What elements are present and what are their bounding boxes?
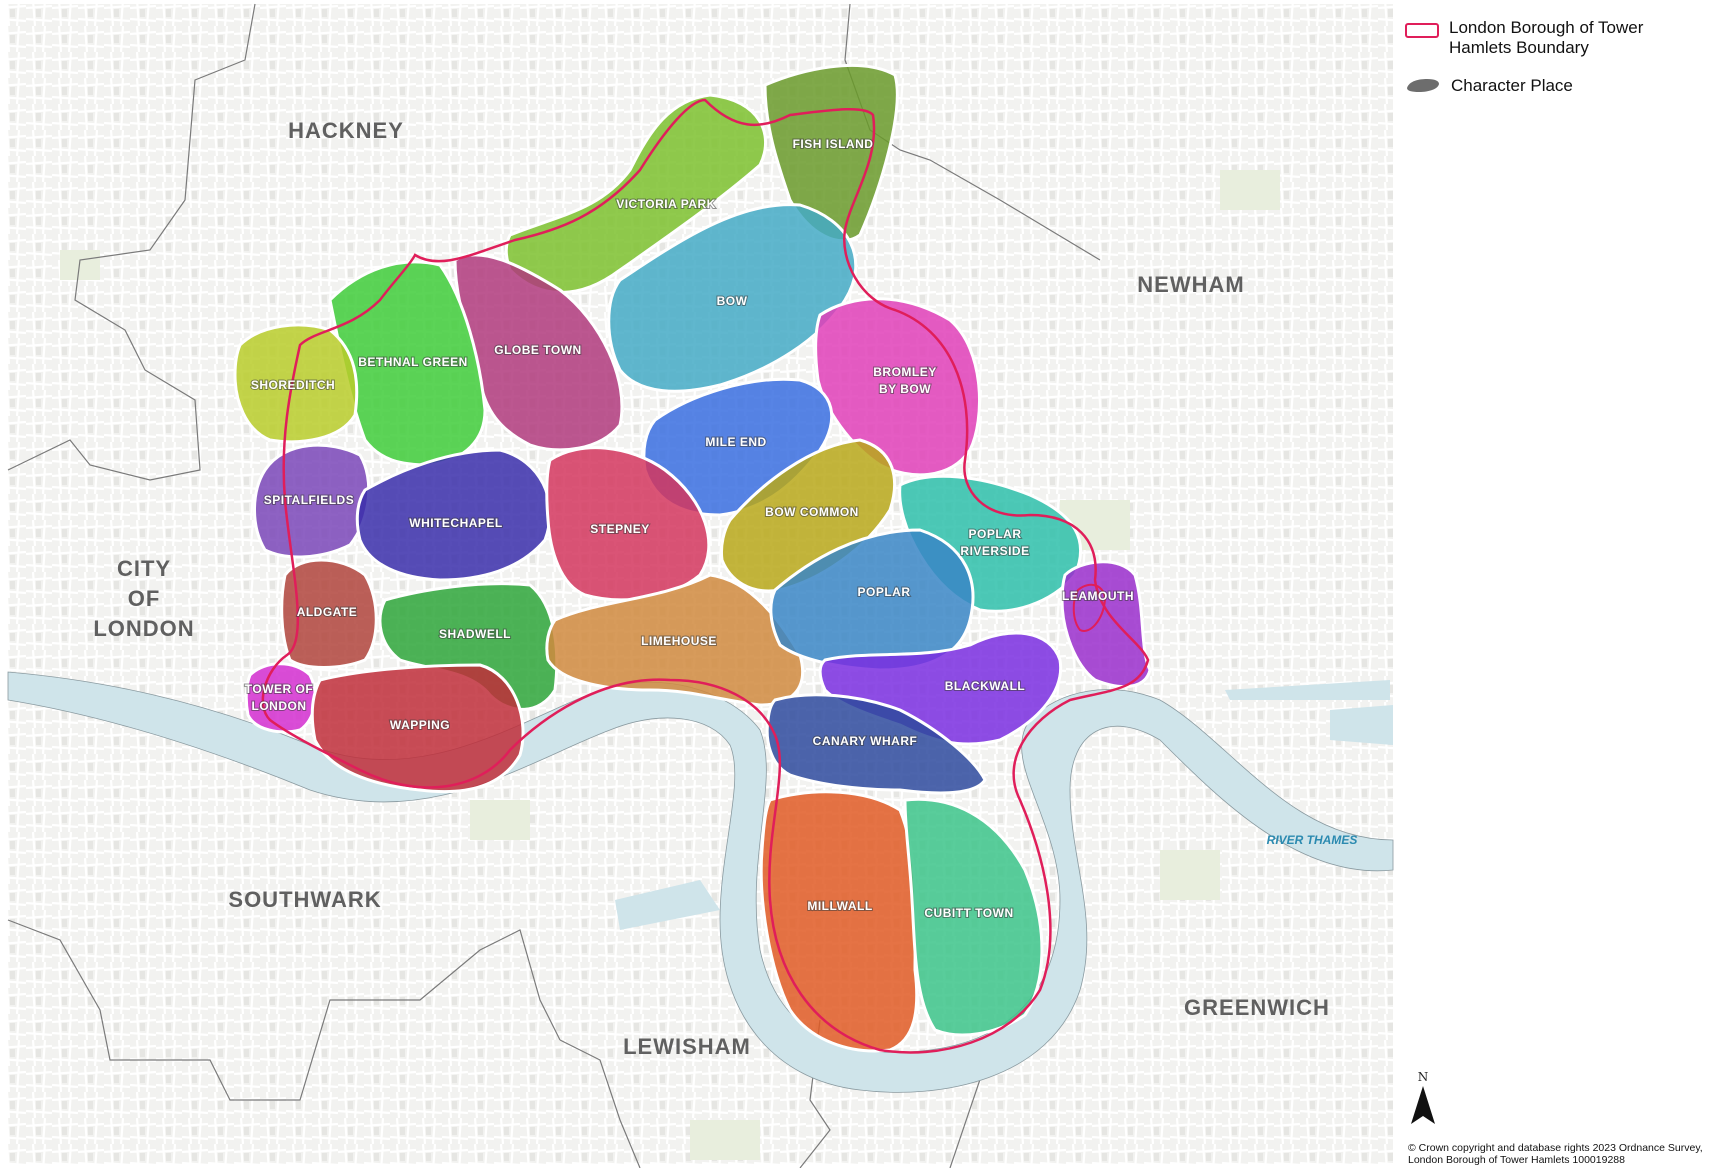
label-poplar-riverside-1: POPLAR — [968, 527, 1021, 541]
borough-labels: HACKNEY NEWHAM CITY OF LONDON SOUTHWARK … — [93, 118, 1330, 1059]
place-shadwell — [378, 582, 559, 711]
north-arrow-letter: N — [1417, 1070, 1429, 1084]
label-bethnal-green: BETHNAL GREEN — [358, 355, 468, 369]
borough-lewisham: LEWISHAM — [623, 1034, 751, 1059]
borough-newham: NEWHAM — [1137, 272, 1244, 297]
north-arrow-icon — [1411, 1086, 1435, 1124]
label-victoria-park: VICTORIA PARK — [616, 197, 716, 211]
borough-southwark: SOUTHWARK — [228, 887, 381, 912]
label-mile-end: MILE END — [705, 435, 766, 449]
place-fish-island — [763, 63, 899, 243]
label-stepney: STEPNEY — [590, 522, 650, 536]
tower-hamlets-boundary — [261, 98, 1150, 1054]
label-bromley-by-bow-2: BY BOW — [879, 382, 931, 396]
map-canvas: FISH ISLAND VICTORIA PARK BOW BROMLEY BY… — [7, 3, 1394, 1168]
place-whitechapel — [355, 448, 552, 582]
place-cubitt-town — [903, 797, 1044, 1037]
copyright-notice: © Crown copyright and database rights 20… — [1408, 1142, 1703, 1166]
north-arrow: N — [1408, 1070, 1438, 1130]
label-tower-of-london-1: TOWER OF — [245, 682, 313, 696]
place-labels: FISH ISLAND VICTORIA PARK BOW BROMLEY BY… — [244, 136, 1135, 921]
river-thames-label: RIVER THAMES — [1267, 833, 1358, 847]
borough-greenwich: GREENWICH — [1184, 995, 1330, 1020]
legend-place-item: Character Place — [1405, 76, 1705, 96]
legend-boundary-label: London Borough of Tower Hamlets Boundary — [1449, 18, 1644, 57]
label-poplar: POPLAR — [857, 585, 910, 599]
borough-lines — [7, 3, 1101, 1168]
label-globe-town: GLOBE TOWN — [494, 343, 581, 357]
borough-city-of-london-1: CITY — [117, 556, 171, 581]
label-leamouth: LEAMOUTH — [1062, 589, 1134, 603]
label-shadwell: SHADWELL — [439, 627, 511, 641]
place-bromley-by-bow — [814, 297, 982, 477]
place-canary-wharf — [765, 693, 987, 795]
label-bromley-by-bow-1: BROMLEY — [873, 365, 937, 379]
label-limehouse: LIMEHOUSE — [641, 634, 717, 648]
label-cubitt-town: CUBITT TOWN — [924, 906, 1013, 920]
borough-hackney: HACKNEY — [288, 118, 404, 143]
label-tower-of-london-2: LONDON — [252, 699, 307, 713]
legend-place-label: Character Place — [1451, 76, 1573, 95]
place-shoreditch — [233, 323, 359, 444]
label-aldgate: ALDGATE — [297, 605, 358, 619]
label-shoreditch: SHOREDITCH — [251, 378, 335, 392]
leamouth-boundary-loop — [1072, 583, 1107, 632]
label-poplar-riverside-2: RIVERSIDE — [960, 544, 1029, 558]
label-bow: BOW — [717, 294, 748, 308]
label-canary-wharf: CANARY WHARF — [813, 734, 918, 748]
place-poplar — [769, 528, 975, 672]
label-blackwall: BLACKWALL — [945, 679, 1025, 693]
place-leamouth — [1060, 560, 1152, 689]
label-spitalfields: SPITALFIELDS — [264, 493, 354, 507]
river-thames — [7, 671, 1394, 1093]
character-place-swatch-icon — [1407, 79, 1439, 92]
docks — [615, 680, 1393, 930]
place-tower-of-london — [244, 662, 317, 734]
label-bow-common: BOW COMMON — [765, 505, 859, 519]
label-millwall: MILLWALL — [807, 899, 872, 913]
label-whitechapel: WHITECHAPEL — [409, 516, 503, 530]
legend: London Borough of Tower Hamlets Boundary… — [1405, 18, 1705, 114]
borough-city-of-london-3: LONDON — [93, 616, 194, 641]
character-places — [233, 63, 1152, 1053]
label-fish-island: FISH ISLAND — [793, 137, 874, 151]
label-wapping: WAPPING — [390, 718, 450, 732]
legend-boundary-item: London Borough of Tower Hamlets Boundary — [1405, 18, 1705, 58]
place-wapping — [310, 663, 525, 794]
place-millwall — [759, 790, 919, 1053]
borough-city-of-london-2: OF — [128, 586, 161, 611]
boundary-swatch-icon — [1405, 23, 1439, 38]
place-aldgate — [280, 558, 378, 669]
